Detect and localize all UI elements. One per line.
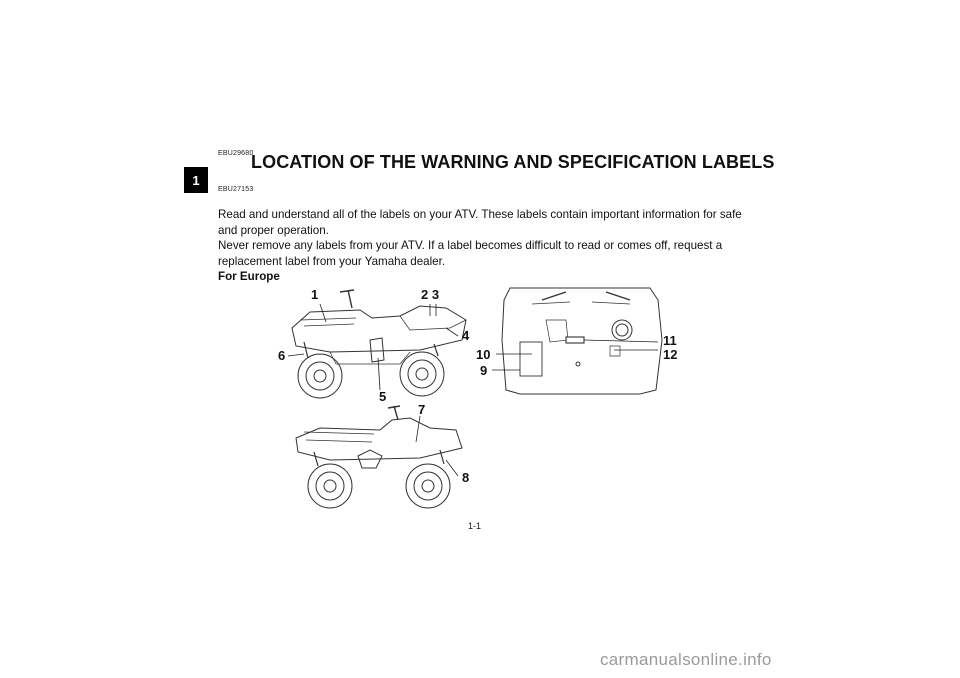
chapter-tab: 1 bbox=[184, 167, 208, 193]
subheading: For Europe bbox=[218, 270, 280, 283]
page-number: 1-1 bbox=[468, 521, 482, 531]
callout-12: 12 bbox=[663, 347, 678, 362]
callout-7: 7 bbox=[418, 402, 426, 417]
callout-9: 9 bbox=[480, 363, 488, 378]
callout-6: 6 bbox=[278, 348, 286, 363]
paragraph: Never remove any labels from your ATV. I… bbox=[218, 239, 723, 268]
callout-4: 4 bbox=[462, 328, 470, 343]
callout-1: 1 bbox=[311, 287, 319, 302]
callout-10: 10 bbox=[476, 347, 491, 362]
callout-2-3: 2 3 bbox=[421, 287, 440, 302]
section-title: LOCATION OF THE WARNING AND SPECIFICATIO… bbox=[251, 152, 775, 172]
watermark[interactable]: carmanualsonline.info bbox=[600, 650, 772, 669]
reference-code: EBU27153 bbox=[218, 186, 254, 193]
callout-8: 8 bbox=[462, 470, 470, 485]
atv-top-view bbox=[501, 287, 663, 395]
paragraph: Read and understand all of the labels on… bbox=[218, 208, 742, 237]
body-text: Read and understand all of the labels on… bbox=[218, 207, 750, 269]
reference-code: EBU29680 bbox=[218, 150, 254, 157]
callout-11: 11 bbox=[663, 333, 677, 348]
callout-5: 5 bbox=[379, 389, 387, 404]
atv-label-diagram bbox=[287, 287, 663, 509]
atv-side-view-front bbox=[295, 405, 463, 509]
atv-side-view-rear bbox=[291, 289, 467, 399]
